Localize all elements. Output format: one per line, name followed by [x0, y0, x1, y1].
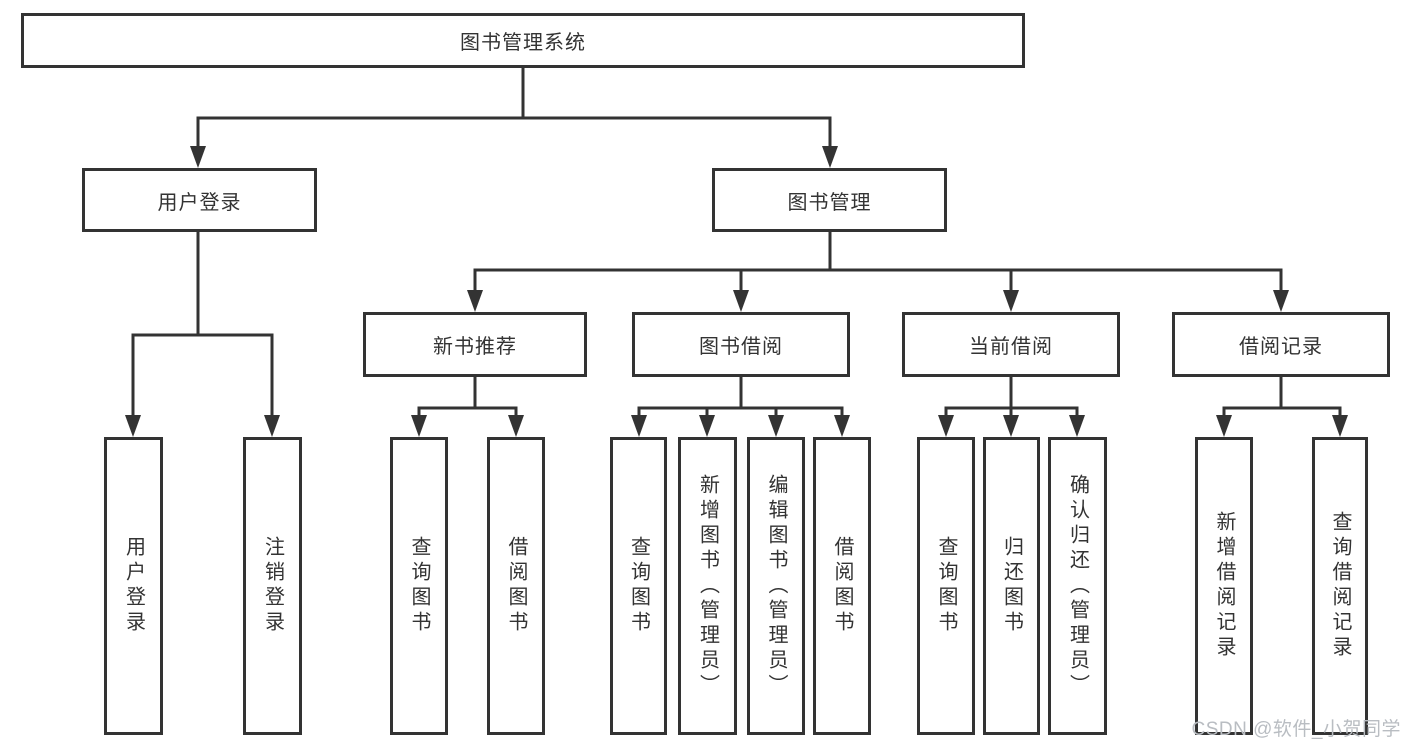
- leaf-return-books-label: 归还图书: [1000, 536, 1023, 636]
- node-current-borrowing: 当前借阅: [902, 312, 1120, 377]
- connector-current-borrow-children: [938, 375, 1085, 437]
- leaf-confirm-return-admin-label: 确认归还（管理员）: [1066, 473, 1089, 699]
- leaf-user-login-label: 用户登录: [122, 536, 145, 636]
- node-book-management-label: 图书管理: [787, 191, 872, 214]
- leaf-edit-books-admin: 编辑图书（管理员）: [747, 437, 805, 735]
- leaf-borrow-books-2-label: 借阅图书: [831, 536, 853, 636]
- node-root-system: 图书管理系统: [21, 13, 1025, 68]
- leaf-query-books-2-label: 查询图书: [627, 536, 650, 636]
- connector-new-books-children: [411, 375, 524, 437]
- leaf-logout: 注销登录: [243, 437, 302, 735]
- node-current-borrowing-label: 当前借阅: [969, 336, 1053, 358]
- leaf-query-books-3-label: 查询图书: [935, 536, 957, 636]
- node-book-borrowing-label: 图书借阅: [699, 336, 783, 358]
- leaf-query-books-2: 查询图书: [610, 437, 667, 735]
- leaf-return-books: 归还图书: [983, 437, 1040, 735]
- node-root-label: 图书管理系统: [460, 32, 586, 54]
- leaf-edit-books-admin-label: 编辑图书（管理员）: [765, 473, 787, 699]
- node-borrowing-records-label: 借阅记录: [1239, 336, 1323, 358]
- node-user-login: 用户登录: [82, 168, 317, 232]
- leaf-logout-label: 注销登录: [261, 536, 284, 636]
- leaf-add-borrow-record: 新增借阅记录: [1195, 437, 1253, 735]
- connector-borrow-records-children: [1216, 375, 1348, 437]
- connector-book-mgmt-children: [467, 230, 1289, 312]
- node-book-borrowing: 图书借阅: [632, 312, 850, 377]
- leaf-user-login: 用户登录: [104, 437, 163, 735]
- leaf-query-borrow-record: 查询借阅记录: [1312, 437, 1368, 735]
- connector-user-login-children: [125, 230, 280, 437]
- leaf-add-books-admin-label: 新增图书（管理员）: [696, 473, 719, 699]
- node-new-book-recommendation: 新书推荐: [363, 312, 587, 377]
- node-book-management: 图书管理: [712, 168, 947, 232]
- leaf-borrow-books-1: 借阅图书: [487, 437, 545, 735]
- node-user-login-label: 用户登录: [157, 191, 242, 214]
- leaf-query-books-3: 查询图书: [917, 437, 975, 735]
- leaf-confirm-return-admin: 确认归还（管理员）: [1048, 437, 1107, 735]
- leaf-query-books-1: 查询图书: [390, 437, 448, 735]
- leaf-add-books-admin: 新增图书（管理员）: [678, 437, 737, 735]
- leaf-borrow-books-1-label: 借阅图书: [505, 536, 527, 636]
- leaf-borrow-books-2: 借阅图书: [813, 437, 871, 735]
- connector-root-to-level2: [190, 66, 838, 168]
- leaf-add-borrow-record-label: 新增借阅记录: [1213, 511, 1235, 661]
- node-borrowing-records: 借阅记录: [1172, 312, 1390, 377]
- csdn-watermark: CSDN @软件_小贺同学: [1191, 719, 1401, 740]
- leaf-query-borrow-record-label: 查询借阅记录: [1329, 511, 1351, 661]
- connector-book-borrow-children: [631, 375, 850, 437]
- node-new-book-recommendation-label: 新书推荐: [433, 336, 517, 358]
- leaf-query-books-1-label: 查询图书: [408, 536, 430, 636]
